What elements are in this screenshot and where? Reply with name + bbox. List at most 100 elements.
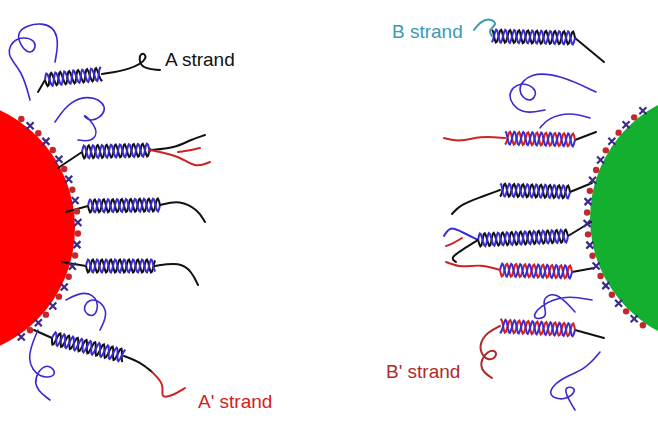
linker bbox=[575, 330, 604, 338]
dna-tail bbox=[160, 202, 205, 222]
single-strand-coil bbox=[9, 24, 57, 100]
dna-tail bbox=[444, 137, 505, 140]
dna-helix bbox=[500, 264, 572, 278]
dna-tail bbox=[152, 372, 185, 397]
dna-tail bbox=[474, 20, 495, 36]
linker bbox=[58, 152, 82, 168]
anchor-dot bbox=[50, 147, 56, 153]
single-strand-coil bbox=[551, 352, 600, 410]
anchor-dot bbox=[603, 147, 609, 153]
anchor-cross bbox=[27, 122, 34, 129]
strand-label: A' strand bbox=[198, 392, 272, 413]
dna-helix bbox=[82, 144, 150, 159]
dna-helix bbox=[86, 260, 155, 273]
anchor-cross bbox=[615, 300, 622, 307]
dna-tail bbox=[452, 190, 500, 214]
dna-tail bbox=[155, 264, 198, 285]
anchor-cross bbox=[35, 319, 42, 326]
anchor-dot bbox=[18, 116, 24, 122]
anchor-cross bbox=[69, 263, 76, 270]
anchor-dot bbox=[61, 166, 67, 172]
single-strand-coil bbox=[510, 74, 596, 112]
anchor-dot bbox=[66, 274, 72, 280]
dna-helix bbox=[500, 184, 570, 199]
anchor-cross bbox=[585, 198, 592, 205]
single-strand-coil bbox=[55, 98, 104, 141]
anchor-dot bbox=[615, 129, 621, 135]
anchor-dot bbox=[43, 311, 49, 317]
anchor-dot bbox=[623, 308, 629, 314]
dna-helix bbox=[45, 68, 101, 86]
red-nanoparticle bbox=[0, 98, 75, 358]
anchor-cross bbox=[602, 282, 609, 289]
anchor-cross bbox=[74, 219, 81, 226]
anchor-cross bbox=[597, 156, 604, 163]
anchor-dot bbox=[35, 130, 41, 136]
single-strand-coil bbox=[540, 114, 590, 128]
anchor-cross bbox=[639, 107, 646, 114]
anchor-dot bbox=[69, 186, 75, 192]
anchor-dot bbox=[609, 292, 615, 298]
anchor-dot bbox=[56, 293, 62, 299]
anchor-cross bbox=[589, 177, 596, 184]
dna-helix bbox=[500, 320, 575, 336]
dna-tail bbox=[178, 148, 200, 152]
dna-helix bbox=[45, 68, 102, 86]
dna-tail bbox=[481, 326, 500, 378]
dna-tail bbox=[446, 238, 462, 246]
dna-tail bbox=[124, 356, 152, 372]
linker bbox=[38, 80, 45, 92]
anchor-dot bbox=[584, 209, 590, 215]
anchor-dot bbox=[587, 188, 593, 194]
anchor-dot bbox=[74, 208, 80, 214]
anchor-cross bbox=[18, 333, 25, 340]
green-nanoparticle bbox=[590, 90, 658, 346]
single-strand-coil bbox=[535, 295, 592, 319]
anchor-cross bbox=[72, 197, 79, 204]
dna-helix bbox=[500, 320, 575, 336]
dna-helix bbox=[492, 30, 575, 45]
anchor-dot bbox=[597, 273, 603, 279]
anchor-dot bbox=[585, 231, 591, 237]
dna-tail bbox=[446, 262, 500, 270]
linker bbox=[572, 268, 594, 272]
dna-helix bbox=[505, 132, 575, 146]
anchor-cross bbox=[42, 138, 49, 145]
anchor-cross bbox=[65, 176, 72, 183]
anchor-cross bbox=[623, 121, 630, 128]
anchor-cross bbox=[55, 156, 62, 163]
dna-tail bbox=[150, 135, 205, 150]
anchor-dot bbox=[631, 114, 637, 120]
anchor-cross bbox=[584, 220, 591, 227]
anchor-dot bbox=[72, 252, 78, 258]
dna-helix bbox=[500, 184, 570, 198]
anchor-dot bbox=[27, 327, 33, 333]
single-strand-coil bbox=[30, 330, 55, 400]
dna-helix bbox=[88, 199, 160, 213]
anchor-cross bbox=[593, 263, 600, 270]
anchor-dot bbox=[593, 167, 599, 173]
anchor-cross bbox=[73, 241, 80, 248]
anchor-cross bbox=[608, 138, 615, 145]
anchor-cross bbox=[631, 315, 638, 322]
dna-helix bbox=[505, 132, 575, 147]
anchor-cross bbox=[49, 302, 56, 309]
linker bbox=[575, 38, 604, 62]
dna-tail bbox=[453, 240, 478, 262]
anchor-cross bbox=[61, 283, 68, 290]
dna-tail bbox=[102, 54, 160, 74]
strand-label: B' strand bbox=[386, 362, 460, 383]
strand-label: B strand bbox=[392, 22, 463, 43]
dna-helix bbox=[52, 332, 125, 361]
dna-helix bbox=[478, 230, 568, 247]
dna-helix bbox=[82, 144, 150, 159]
dna-helix bbox=[86, 260, 155, 273]
anchor-dot bbox=[589, 253, 595, 259]
anchor-dot bbox=[75, 230, 81, 236]
dna-helix bbox=[88, 199, 160, 213]
dna-helix bbox=[500, 264, 572, 279]
single-strand-coil bbox=[66, 293, 106, 330]
dna-helix bbox=[478, 230, 568, 246]
anchor-cross bbox=[586, 242, 593, 249]
